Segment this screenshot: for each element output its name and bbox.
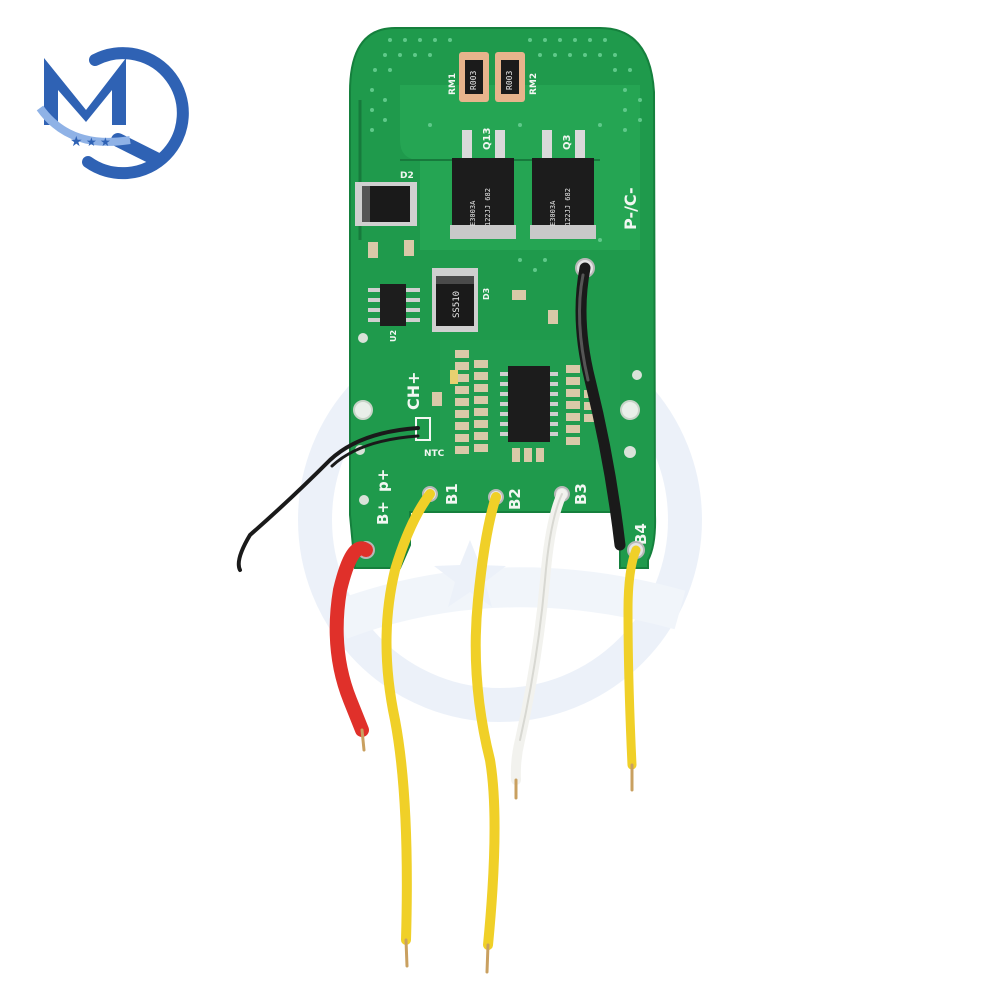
svg-text:RM2: RM2 [529, 73, 539, 95]
svg-text:E3003A: E3003A [549, 200, 557, 226]
svg-text:Q13: Q13 [482, 128, 493, 150]
svg-text:★: ★ [86, 135, 97, 149]
via-grid [370, 38, 642, 272]
wire-b1 [381, 489, 435, 945]
svg-text:SS510: SS510 [452, 291, 462, 318]
pcb-board: R003 RM1 R003 RM2 122JJ 682 E3003A Q13 1… [349, 27, 657, 569]
svg-text:Q3: Q3 [562, 134, 573, 150]
label-b3: B3 [572, 483, 590, 505]
mosfet-q13: 122JJ 682 E3003A Q13 [450, 128, 516, 239]
shunt-resistor-rm1: R003 RM1 [448, 52, 489, 102]
wire-ntc [236, 426, 420, 572]
wire-b2 [470, 492, 501, 950]
logo-ring-icon [82, 47, 189, 180]
shunt-resistor-rm2: R003 RM2 [495, 52, 539, 102]
svg-text:★: ★ [70, 134, 83, 150]
wire-b-plus [329, 541, 373, 737]
svg-text:R003: R003 [505, 71, 514, 90]
svg-text:R003: R003 [469, 71, 478, 90]
wire-b4 [623, 545, 641, 770]
main-controller-ic [500, 366, 558, 442]
logo-m-icon [44, 58, 126, 125]
svg-text:D3: D3 [482, 288, 491, 300]
brand-logo: ★ ★ ★ MQ [0, 0, 189, 180]
label-p-minus-c-minus: P-/C- [621, 187, 640, 230]
mosfet-q3: 122JJ 682 E3003A Q3 [530, 130, 596, 239]
chip-u2: U2 [368, 284, 420, 342]
label-b1: B1 [443, 483, 461, 505]
diode-d3: SS510 D3 [432, 268, 491, 332]
svg-text:122JJ 682: 122JJ 682 [564, 188, 572, 226]
label-b-plus: B+ [374, 501, 392, 525]
svg-text:★: ★ [100, 135, 111, 149]
label-p-plus: p+ [374, 469, 392, 492]
logo-text: MQ [0, 0, 2, 1]
label-b2: B2 [506, 488, 524, 510]
svg-text:122JJ 682: 122JJ 682 [484, 188, 492, 226]
label-ntc: NTC [424, 449, 445, 459]
label-b4: B4 [632, 523, 650, 545]
diode-d2: D2 [355, 171, 417, 226]
svg-text:RM1: RM1 [448, 73, 458, 95]
svg-text:D2: D2 [400, 171, 414, 181]
wires [236, 262, 641, 974]
label-ch-plus: CH+ [404, 371, 423, 410]
svg-text:E3003A: E3003A [469, 200, 477, 226]
svg-text:U2: U2 [389, 330, 398, 342]
